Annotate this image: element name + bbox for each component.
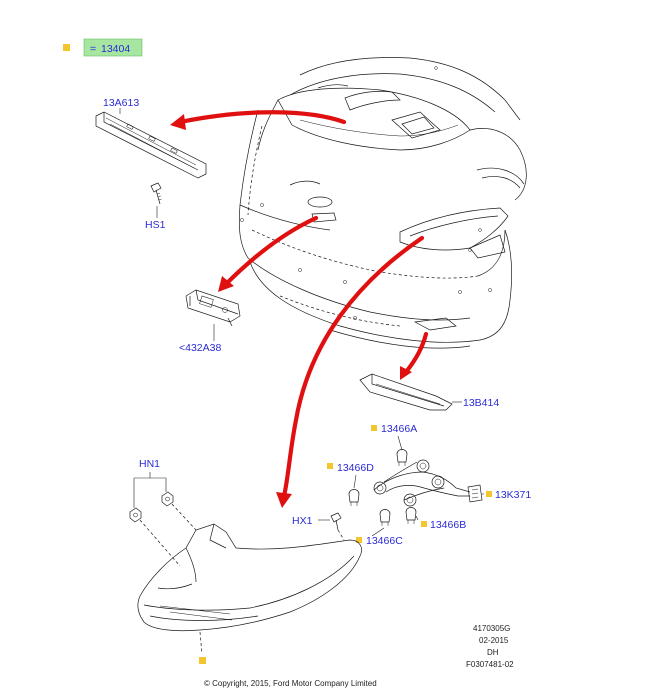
label-license-plate-lamp[interactable]: <432A38: [179, 342, 221, 354]
dash-hn1-right: [171, 503, 197, 531]
high-mount-stop-lamp[interactable]: [95, 111, 207, 179]
callout-box[interactable]: = 13404: [63, 38, 143, 57]
callout-highlight: [83, 38, 143, 57]
label-nut-hn1[interactable]: HN1: [139, 458, 160, 470]
nut-hn1-left[interactable]: [129, 507, 142, 523]
arrowhead-reflector: [400, 366, 412, 380]
marker-tail-lamp: [199, 657, 206, 664]
bulb-b[interactable]: [405, 507, 417, 525]
ref-initials: DH: [487, 648, 499, 657]
label-screw-hs1[interactable]: HS1: [145, 219, 166, 231]
arrow-to-tail-lamp: [281, 235, 425, 499]
callout-equals: =: [90, 43, 96, 55]
tail-lamp-assembly[interactable]: [137, 523, 362, 655]
figure-reference: 4170305G 02-2015 DH F0307481-02: [466, 624, 514, 669]
screw-hx1[interactable]: [330, 512, 342, 531]
marker-bulb-a: [371, 425, 377, 431]
label-reflector[interactable]: 13B414: [463, 397, 499, 409]
bulb-d[interactable]: [348, 489, 360, 507]
leader-bulb-a: [397, 435, 403, 451]
label-bulb-a[interactable]: 13466A: [381, 423, 417, 435]
figure-id: F0307481-02: [466, 660, 514, 669]
dash-hx1: [337, 529, 345, 541]
arrow-to-reflector: [403, 331, 429, 375]
vehicle-rear-outline: [238, 57, 527, 349]
ref-date: 02-2015: [479, 636, 509, 645]
leader-bulb-c: [371, 527, 385, 537]
marker-bulb-b: [421, 521, 427, 527]
label-bulb-b[interactable]: 13466B: [430, 519, 466, 531]
nut-hn1-right[interactable]: [161, 491, 174, 507]
bulb-a[interactable]: [396, 449, 408, 467]
arrowhead-high-mount: [170, 114, 186, 130]
label-socket-harness[interactable]: 13K371: [495, 489, 531, 501]
copyright-notice: © Copyright, 2015, Ford Motor Company Li…: [204, 679, 377, 688]
arrowhead-plate-lamp: [218, 276, 234, 292]
leader-bulb-d: [353, 474, 357, 489]
arrow-to-high-mount: [177, 110, 347, 125]
marker-bulb-d: [327, 463, 333, 469]
socket-harness[interactable]: [373, 459, 483, 507]
arrow-to-plate-lamp: [223, 215, 319, 287]
marker-socket-harness: [486, 491, 492, 497]
license-plate-lamp[interactable]: [185, 289, 241, 327]
arrowhead-tail-lamp: [276, 492, 292, 508]
callout-number: 13404: [101, 43, 130, 55]
label-high-mount-stop-lamp[interactable]: 13A613: [103, 97, 139, 109]
leader-hn1: [133, 472, 167, 508]
dash-hn1-left: [139, 519, 181, 567]
pointer-arrows: [170, 110, 429, 508]
label-screw-hx1[interactable]: HX1: [292, 515, 313, 527]
ref-code: 4170305G: [473, 624, 510, 633]
marker-bulb-c: [356, 537, 362, 543]
screw-hs1[interactable]: [150, 182, 162, 205]
label-bulb-d[interactable]: 13466D: [337, 462, 374, 474]
callout-marker: [63, 44, 70, 51]
rear-reflector[interactable]: [359, 373, 453, 411]
label-bulb-c[interactable]: 13466C: [366, 535, 403, 547]
bulb-c[interactable]: [379, 509, 391, 527]
leader-bulb-b: [415, 515, 419, 521]
